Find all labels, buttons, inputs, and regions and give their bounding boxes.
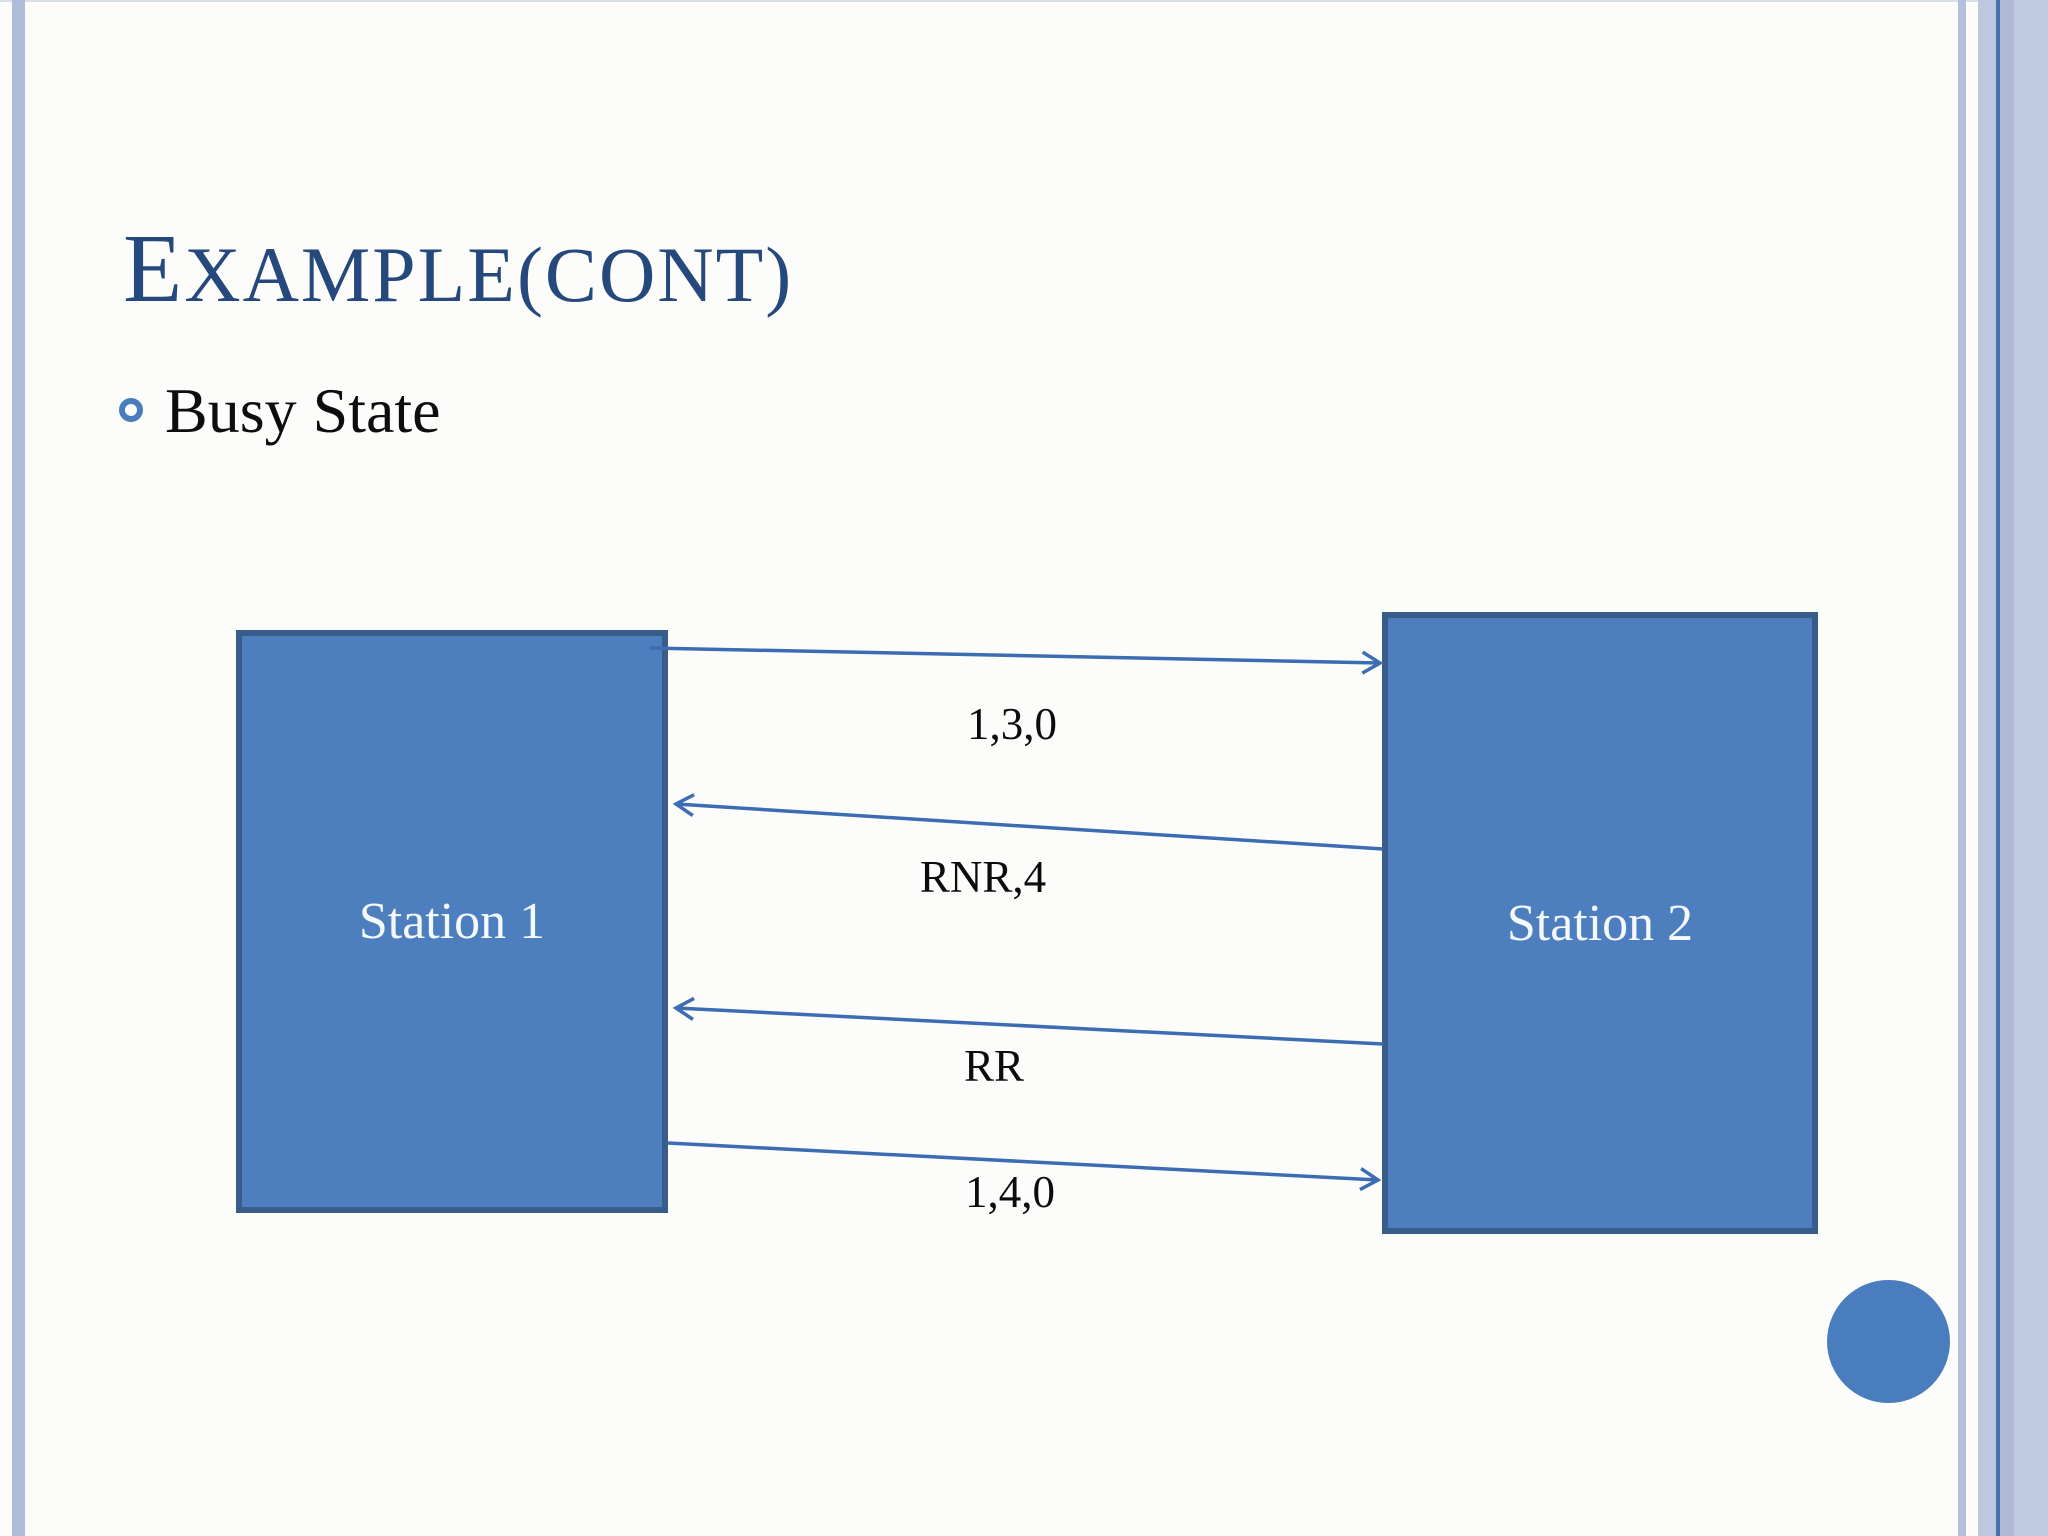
station-2-box: Station 2 (1382, 612, 1818, 1234)
right-edge-stripe-dark-line (1996, 0, 2000, 1536)
label-rnr-4: RNR,4 (919, 852, 1047, 902)
label-rr: RR (963, 1041, 1025, 1091)
station-1-label: Station 1 (358, 893, 546, 950)
page-title: EXAMPLE(CONT) (123, 215, 794, 322)
label-1-3-0: 1,3,0 (967, 699, 1057, 749)
accent-circle (1827, 1280, 1950, 1403)
station-1-box: Station 1 (236, 630, 668, 1213)
station-2-label: Station 2 (1506, 894, 1694, 952)
right-edge-stripe-inner (2000, 0, 2014, 1536)
right-edge-stripe-outer (2014, 0, 2048, 1536)
slide-top-edge (0, 0, 2048, 2)
left-edge-stripe (12, 0, 25, 1536)
label-1-4-0: 1,4,0 (965, 1167, 1055, 1217)
bullet-text: Busy State (165, 375, 441, 446)
arrow-1-3-0 (649, 646, 1384, 675)
arrow-rr (672, 996, 1384, 1046)
bullet-ring-icon (119, 398, 143, 422)
arrow-rnr-4 (672, 793, 1384, 851)
right-edge-stripe-thin (1958, 0, 1966, 1536)
